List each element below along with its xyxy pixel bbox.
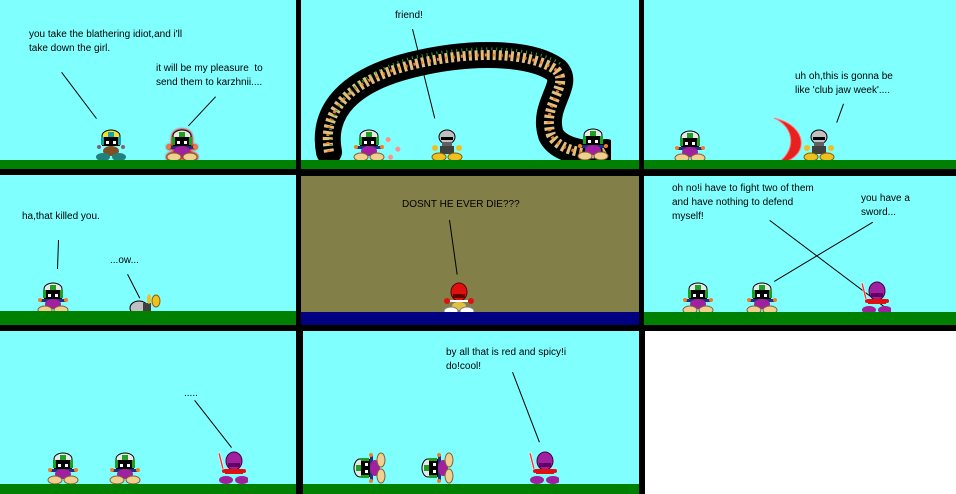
green-helmet-character xyxy=(577,127,609,161)
speech-text: ha,that killed you. xyxy=(22,211,100,222)
panel-2: friend! xyxy=(301,0,639,169)
green-helmet-character xyxy=(109,451,141,485)
red-character xyxy=(443,282,475,316)
speech-text: DOSNT HE EVER DIE??? xyxy=(402,199,520,210)
green-helmet-character xyxy=(674,129,706,163)
speech-text: friend! xyxy=(395,10,423,21)
speech-pointer xyxy=(56,239,59,269)
speech-pointer xyxy=(836,103,844,123)
grass-ground xyxy=(303,484,639,494)
speech-pointer xyxy=(449,220,458,275)
gray-character xyxy=(803,128,835,162)
panel-1: you take the blathering idiot,and i'll t… xyxy=(0,0,296,169)
speech-pointer xyxy=(774,221,874,282)
panel-7: ..... xyxy=(0,331,296,494)
green-helmet-character xyxy=(746,281,778,315)
speech-pointer xyxy=(194,400,232,448)
speech-text: ...ow... xyxy=(110,255,139,266)
grass-ground xyxy=(644,160,956,169)
yellow-helmet-character xyxy=(95,128,127,162)
panel-9-empty xyxy=(645,331,956,494)
speech-text: it will be my pleasure to send them to k… xyxy=(156,63,263,88)
speech-text: by all that is red and spicy!i do!cool! xyxy=(446,347,567,372)
armored-serpent xyxy=(314,41,611,165)
green-helmet-character xyxy=(47,451,79,485)
speech-pointer xyxy=(512,372,540,443)
grass-ground xyxy=(301,160,639,169)
speech-text: oh no!i have to fight two of them and ha… xyxy=(672,183,814,222)
green-helmet-character xyxy=(682,281,714,315)
speech-pointer xyxy=(61,72,97,119)
green-helmet-character-red-outline xyxy=(166,128,198,162)
purple-sword-character xyxy=(859,281,891,315)
speech-text: uh oh,this is gonna be like 'club jaw we… xyxy=(795,71,893,96)
panel-6: oh no!i have to fight two of them and ha… xyxy=(644,176,956,325)
purple-sword-character xyxy=(527,451,559,485)
panel-3: uh oh,this is gonna be like 'club jaw we… xyxy=(644,0,956,169)
purple-sword-character xyxy=(216,451,248,485)
speech-text: you take the blathering idiot,and i'll t… xyxy=(29,29,183,54)
red-crescent-slash xyxy=(773,117,802,165)
grass-ground xyxy=(0,160,296,169)
speech-text: ..... xyxy=(184,388,198,399)
grass-ground xyxy=(0,484,296,494)
speech-text: you have a sword... xyxy=(861,193,910,218)
panel-4: ha,that killed you. ...ow... xyxy=(0,175,296,325)
green-helmet-character xyxy=(37,281,69,315)
panel-5: DOSNT HE EVER DIE??? xyxy=(301,176,639,325)
defeated-character xyxy=(352,452,386,484)
grass-ground xyxy=(644,312,956,325)
panel-8: by all that is red and spicy!i do!cool! xyxy=(303,331,639,494)
navy-floor xyxy=(301,312,639,325)
sparkle-effect xyxy=(381,130,405,162)
defeated-character xyxy=(420,452,454,484)
gray-character xyxy=(431,128,463,162)
grass-ground xyxy=(0,311,296,325)
speech-pointer xyxy=(187,96,216,127)
